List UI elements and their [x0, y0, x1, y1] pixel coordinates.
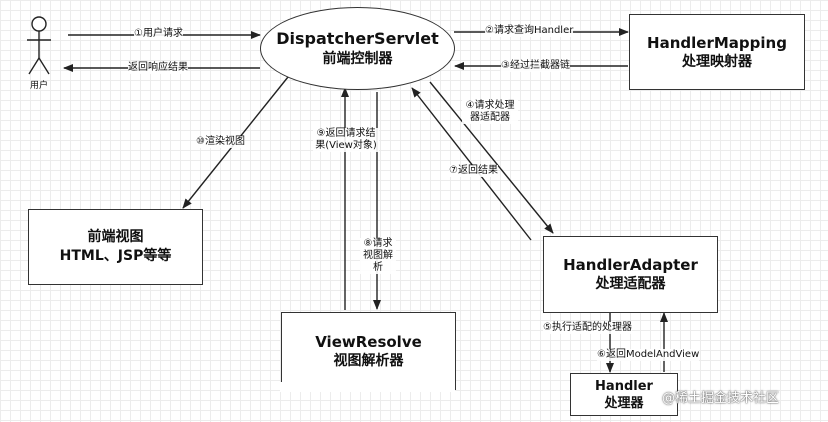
frontend-view-node: 前端视图 HTML、JSP等等	[28, 209, 203, 285]
label-interceptor-chain: ③经过拦截器链	[501, 60, 570, 72]
user-icon	[27, 16, 51, 75]
label-query-handler: ②请求查询Handler	[485, 25, 574, 37]
handler-name: Handler	[595, 378, 653, 394]
dispatcher-servlet-node: DispatcherServlet 前端控制器	[260, 7, 455, 90]
handler-adapter-desc: 处理适配器	[595, 276, 666, 292]
label-request-resolve: ⑧请求视图解析	[360, 238, 396, 274]
frontend-view-desc: HTML、JSP等等	[59, 248, 172, 264]
handler-node: Handler 处理器	[570, 373, 678, 416]
arrow-request-adapter	[429, 81, 554, 234]
view-resolve-name: ViewResolve	[315, 332, 422, 351]
handler-mapping-node: HandlerMapping 处理映射器	[629, 14, 805, 90]
label-execute-handler: ⑤执行适配的处理器	[543, 322, 632, 334]
bottom-white-bar	[280, 382, 455, 392]
label-render-view: ⑩渲染视图	[196, 136, 245, 148]
label-return-view: ⑨返回请求结果(View对象)	[313, 128, 379, 152]
handler-mapping-name: HandlerMapping	[647, 33, 787, 52]
label-return-model: ⑥返回ModelAndView	[597, 349, 700, 361]
label-request-adapter: ④请求处理器适配器	[462, 100, 518, 124]
handler-adapter-name: HandlerAdapter	[563, 256, 698, 274]
view-resolve-desc: 视图解析器	[333, 352, 404, 369]
label-return-response: 返回响应结果	[128, 62, 188, 74]
view-resolve-node: ViewResolve 视图解析器	[281, 312, 456, 390]
watermark: @稀土掘金技术社区	[662, 391, 780, 406]
handler-mapping-desc: 处理映射器	[682, 53, 752, 70]
label-return-result: ⑦返回结果	[449, 165, 498, 177]
dispatcher-servlet-name: DispatcherServlet	[276, 29, 439, 48]
handler-adapter-node: HandlerAdapter 处理适配器	[543, 236, 718, 313]
dispatcher-servlet-desc: 前端控制器	[322, 51, 393, 67]
label-user-request: ①用户请求	[134, 28, 183, 40]
handler-desc: 处理器	[604, 395, 644, 411]
arrow-return-result	[411, 87, 532, 241]
user-label: 用户	[30, 81, 49, 91]
frontend-view-name: 前端视图	[87, 229, 144, 245]
